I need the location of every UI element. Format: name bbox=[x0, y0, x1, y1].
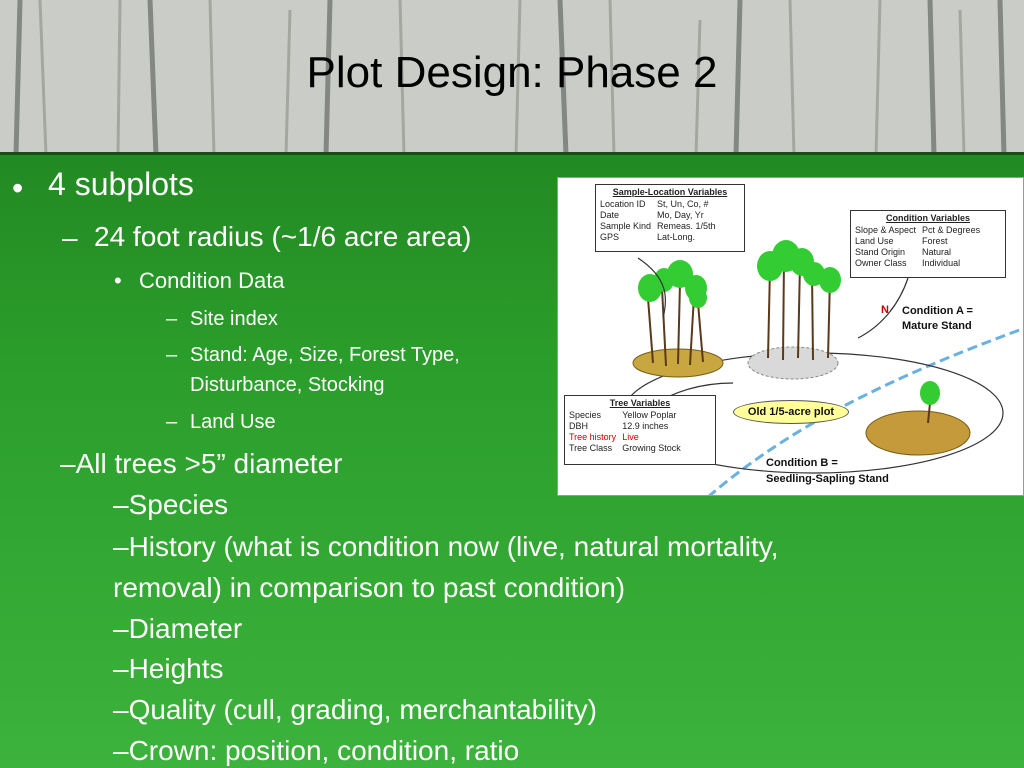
sample-location-title: Sample-Location Variables bbox=[612, 187, 728, 197]
plot-design-diagram: Sample-Location Variables Location ID St,… bbox=[557, 177, 1024, 496]
condition-variables-table: Slope & Aspect Pct & Degrees Land Use Fore… bbox=[855, 225, 986, 269]
table-cell: DBH bbox=[569, 421, 589, 431]
dash-marker: – bbox=[62, 222, 78, 253]
sample-location-variables-box: Sample-Location Variables Location ID St,… bbox=[595, 184, 745, 252]
forest-background-image bbox=[0, 0, 1024, 152]
table-cell: Slope & Aspect bbox=[855, 225, 917, 235]
table-cell: Tree Class bbox=[569, 443, 613, 453]
sample-location-table: Location ID St, Un, Co, # Date Mo, Day, Yr… bbox=[600, 199, 722, 243]
bullet-species: –Species bbox=[113, 489, 229, 520]
header-banner: Plot Design: Phase 2 bbox=[0, 0, 1024, 155]
bullet-site-index: Site index bbox=[190, 308, 278, 330]
bullet-marker: • bbox=[114, 268, 122, 293]
table-cell: Growing Stock bbox=[622, 443, 681, 453]
table-cell: Species bbox=[569, 410, 602, 420]
condition-variables-title: Condition Variables bbox=[885, 213, 970, 223]
table-cell: Owner Class bbox=[855, 258, 907, 268]
table-cell: Lat-Long. bbox=[657, 232, 696, 242]
dash-marker: – bbox=[166, 344, 178, 366]
old-plot-label: Old 1/5-acre plot bbox=[733, 400, 849, 424]
condition-b-label-2: Seedling-Sapling Stand bbox=[766, 473, 889, 485]
table-cell: Mo, Day, Yr bbox=[657, 210, 704, 220]
bullet-quality: –Quality (cull, grading, merchantability… bbox=[113, 694, 597, 725]
tree-variables-table: Species Yellow Poplar DBH 12.9 inches Tree… bbox=[569, 410, 687, 454]
bullet-history-line-1: –History (what is condition now (live, n… bbox=[113, 531, 779, 562]
condition-b-label-1: Condition B = bbox=[766, 457, 838, 469]
page-title: Plot Design: Phase 2 bbox=[306, 48, 718, 97]
condition-variables-box: Condition Variables Slope & Aspect Pct & … bbox=[850, 210, 1006, 278]
dash-marker: – bbox=[166, 411, 178, 433]
table-cell: Live bbox=[622, 432, 639, 442]
table-cell: Tree history bbox=[569, 432, 617, 442]
table-cell: Natural bbox=[922, 247, 952, 257]
table-cell: Remeas. 1/5th bbox=[657, 221, 716, 231]
bullet-all-trees: –All trees >5” diameter bbox=[60, 448, 343, 479]
plot-diagram-illustration bbox=[622, 240, 1023, 495]
table-cell: Location ID bbox=[600, 199, 646, 209]
bullet-stand-line-2: Disturbance, Stocking bbox=[190, 374, 385, 396]
north-label: N bbox=[881, 304, 889, 316]
bullet-radius: 24 foot radius (~1/6 acre area) bbox=[94, 221, 472, 252]
table-cell: St, Un, Co, # bbox=[657, 199, 709, 209]
table-cell: Pct & Degrees bbox=[922, 225, 981, 235]
table-cell: Stand Origin bbox=[855, 247, 906, 257]
bullet-4-subplots: 4 subplots bbox=[48, 166, 194, 202]
dash-marker: – bbox=[166, 308, 178, 330]
bullet-land-use: Land Use bbox=[190, 411, 276, 433]
table-cell: Yellow Poplar bbox=[622, 410, 677, 420]
condition-a-label-1: Condition A = bbox=[902, 305, 973, 317]
bullet-diameter: –Diameter bbox=[113, 613, 243, 644]
table-cell: GPS bbox=[600, 232, 620, 242]
condition-a-label-2: Mature Stand bbox=[902, 320, 972, 332]
bullet-marker: • bbox=[12, 170, 24, 206]
table-cell: Land Use bbox=[855, 236, 894, 246]
table-cell: 12.9 inches bbox=[622, 421, 669, 431]
table-cell: Sample Kind bbox=[600, 221, 652, 231]
bullet-history-line-2: removal) in comparison to past condition… bbox=[113, 572, 626, 603]
table-cell: Individual bbox=[922, 258, 961, 268]
bullet-stand-line-1: Stand: Age, Size, Forest Type, bbox=[190, 344, 460, 366]
bullet-condition-data: Condition Data bbox=[139, 268, 285, 293]
table-cell: Date bbox=[600, 210, 620, 220]
table-cell: Forest bbox=[922, 236, 948, 246]
bullet-heights: –Heights bbox=[113, 653, 224, 684]
tree-variables-title: Tree Variables bbox=[609, 398, 671, 408]
bullet-crown: –Crown: position, condition, ratio bbox=[113, 735, 520, 766]
tree-variables-box: Tree Variables Species Yellow Poplar DBH 1… bbox=[564, 395, 716, 465]
